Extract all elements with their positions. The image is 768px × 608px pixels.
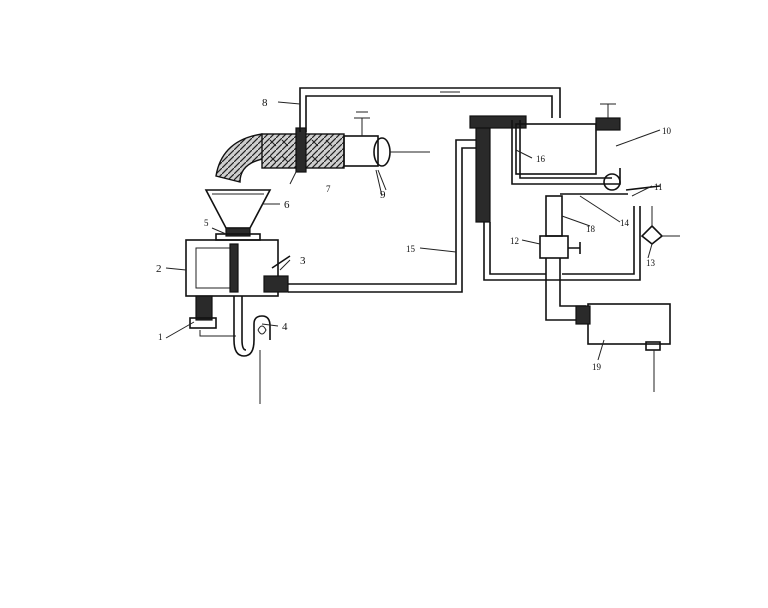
screw-conveyor-7 (261, 127, 345, 173)
vessel-10 (511, 103, 621, 185)
label-3: 3 (300, 255, 306, 267)
top-return-line-8 (299, 87, 561, 132)
down-pipe-18 (545, 195, 563, 237)
label-4: 4 (282, 321, 288, 333)
label-11: 11 (654, 182, 663, 192)
label-14: 14 (620, 218, 630, 228)
fitting-3 (263, 255, 291, 293)
label-15: 15 (406, 244, 416, 254)
pump-14 (560, 173, 661, 195)
label-12: 12 (510, 236, 519, 246)
base-valve-1 (189, 295, 236, 337)
bottom-line-15 (288, 139, 478, 293)
elbow-duct (215, 133, 269, 183)
label-9: 9 (380, 189, 386, 201)
label-6: 6 (284, 199, 290, 211)
valve-13 (640, 206, 680, 246)
label-18: 18 (586, 224, 596, 234)
label-2: 2 (156, 263, 162, 275)
hopper-6 (204, 189, 272, 241)
label-10: 10 (662, 126, 672, 136)
label-13: 13 (646, 258, 656, 268)
label-1: 1 (158, 332, 163, 342)
column-16 (469, 115, 641, 281)
tank-19 (575, 303, 671, 392)
coil-heater-4 (233, 296, 271, 404)
leader-lines (165, 101, 661, 361)
label-7: 7 (326, 184, 331, 194)
motor-9 (343, 111, 430, 191)
label-8: 8 (262, 97, 268, 109)
label-19: 19 (592, 362, 602, 372)
label-16: 16 (536, 154, 546, 164)
label-5: 5 (204, 218, 209, 228)
